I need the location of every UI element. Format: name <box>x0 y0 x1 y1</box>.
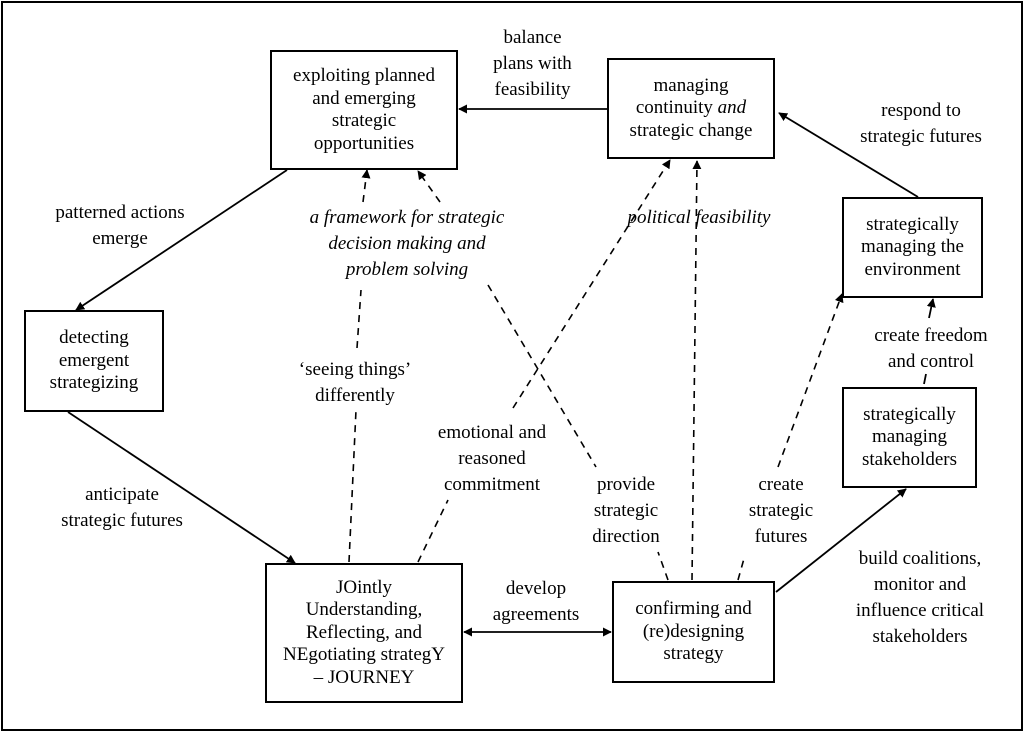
label-create-freedom: create freedom and control <box>874 325 988 372</box>
box-detecting-text: detecting emergent strategizing <box>49 327 139 394</box>
label-develop-agreements: develop agreements <box>492 578 580 625</box>
dash-seeing-to-exploiting <box>356 289 362 349</box>
label-provide-direction: provide strategic direction <box>592 474 660 547</box>
label-framework: a framework for strategic decision makin… <box>309 207 505 280</box>
dash-emotional-to-continuity <box>512 159 671 409</box>
box-managing-continuity-text: managing continuity and strategic change <box>630 75 753 143</box>
label-anticipate-futures: anticipate strategic futures <box>61 484 183 531</box>
label-create-futures: create strategic futures <box>748 474 814 547</box>
continuity-text-b: strategic change <box>629 119 753 141</box>
box-confirming-redesigning: confirming and (re)designing strategy <box>612 581 775 683</box>
box-journey: JOintly Understanding, Reflecting, and N… <box>265 563 463 703</box>
label-respond-futures: respond to strategic futures <box>860 100 982 147</box>
label-political-feasibility: political feasibility <box>627 207 771 228</box>
box-exploiting-text: exploiting planned and emerging strategi… <box>293 65 435 154</box>
arrow-env-to-continuity <box>778 112 919 198</box>
arrow-exploiting-to-detecting <box>75 169 288 311</box>
box-journey-text: JOintly Understanding, Reflecting, and N… <box>283 576 445 688</box>
box-env-text: strategically managing the environment <box>861 213 964 280</box>
label-balance-plans: balance plans with feasibility <box>493 27 572 100</box>
arrow-confirming-to-stakeholders <box>775 488 907 593</box>
box-strategically-managing-stakeholders: strategically managing stakeholders <box>842 387 977 488</box>
dash-framework-up-left <box>361 169 371 203</box>
label-patterned-actions: patterned actions emerge <box>55 202 185 249</box>
dash-confirming-to-continuity <box>691 160 702 581</box>
arrow-freedom-to-env <box>926 298 936 319</box>
dash-journey-to-seeing <box>348 409 357 563</box>
dash-framework-up-right <box>417 170 441 203</box>
continuity-text-a: managing continuity <box>635 74 729 119</box>
label-seeing-things: ‘seeing things’ differently <box>298 359 412 406</box>
arrow-stakeholders-to-env <box>923 373 927 385</box>
dash-confirming-to-provide <box>657 551 669 581</box>
continuity-text-and: and <box>717 97 747 119</box>
dash-confirming-to-create <box>737 554 746 581</box>
box-exploiting-opportunities: exploiting planned and emerging strategi… <box>270 50 458 170</box>
label-build-coalitions: build coalitions, monitor and influence … <box>855 548 985 647</box>
dash-framework-to-provide <box>487 284 597 468</box>
arrow-detecting-to-journey <box>67 411 296 564</box>
box-managing-continuity: managing continuity and strategic change <box>607 58 775 159</box>
box-strategically-managing-environment: strategically managing the environment <box>842 197 983 298</box>
box-detecting-emergent: detecting emergent strategizing <box>24 310 164 412</box>
label-emotional-commitment: emotional and reasoned commitment <box>437 422 547 495</box>
dash-create-to-env <box>777 293 844 468</box>
box-stakeholders-text: strategically managing stakeholders <box>862 403 957 470</box>
box-confirming-text: confirming and (re)designing strategy <box>635 598 752 665</box>
dash-journey-to-emotional <box>417 499 449 563</box>
